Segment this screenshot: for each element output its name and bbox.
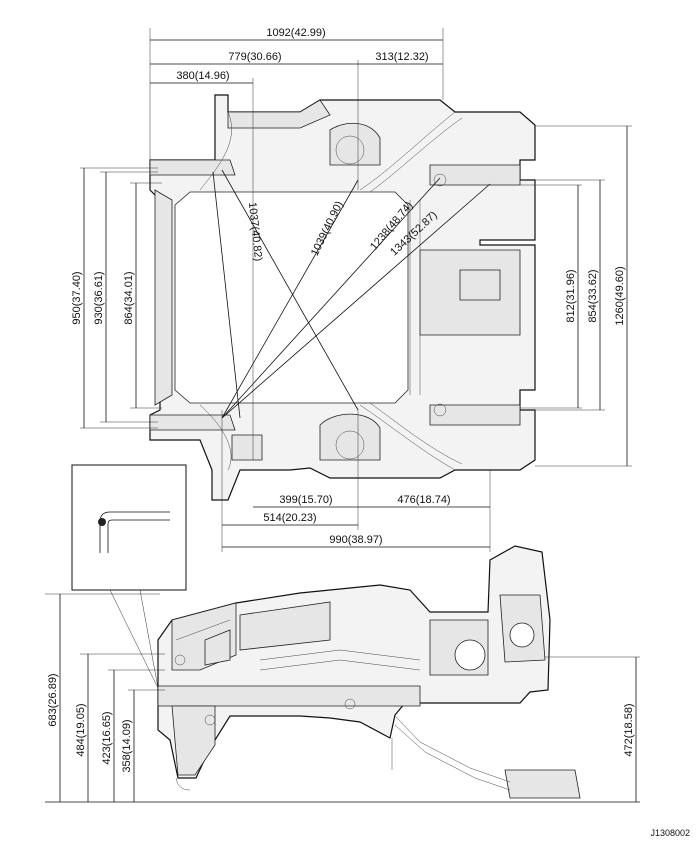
dim-990: 990(38.97) <box>329 534 382 546</box>
dim-399: 399(15.70) <box>279 494 332 506</box>
figure-code: J1308002 <box>650 828 690 838</box>
dim-854: 854(33.62) <box>587 269 599 322</box>
dim-930: 930(36.61) <box>93 271 105 324</box>
dim-313: 313(12.32) <box>375 51 428 63</box>
dim-358: 358(14.09) <box>121 719 133 772</box>
dim-1092: 1092(42.99) <box>266 27 325 39</box>
top-view-dimension-lines <box>80 28 632 552</box>
dim-423: 423(16.65) <box>101 711 113 764</box>
side-view-dimension-lines <box>45 593 640 803</box>
dim-484: 484(19.05) <box>75 703 87 756</box>
dim-380: 380(14.96) <box>176 70 229 82</box>
dim-476: 476(18.74) <box>397 494 450 506</box>
dim-812: 812(31.96) <box>565 269 577 322</box>
dim-950: 950(37.40) <box>71 271 83 324</box>
side-view-dimension-labels: 683(26.89) 484(19.05) 423(16.65) 358(14.… <box>47 673 635 772</box>
detail-inset <box>71 464 187 689</box>
dim-472: 472(18.58) <box>623 703 635 756</box>
side-view-underbody <box>157 545 581 799</box>
top-view-underbody <box>149 94 536 501</box>
dim-864: 864(34.01) <box>123 271 135 324</box>
dim-514: 514(20.23) <box>263 512 316 524</box>
dim-1260: 1260(49.60) <box>614 266 626 325</box>
dim-683: 683(26.89) <box>47 673 59 726</box>
dim-779: 779(30.66) <box>228 51 281 63</box>
